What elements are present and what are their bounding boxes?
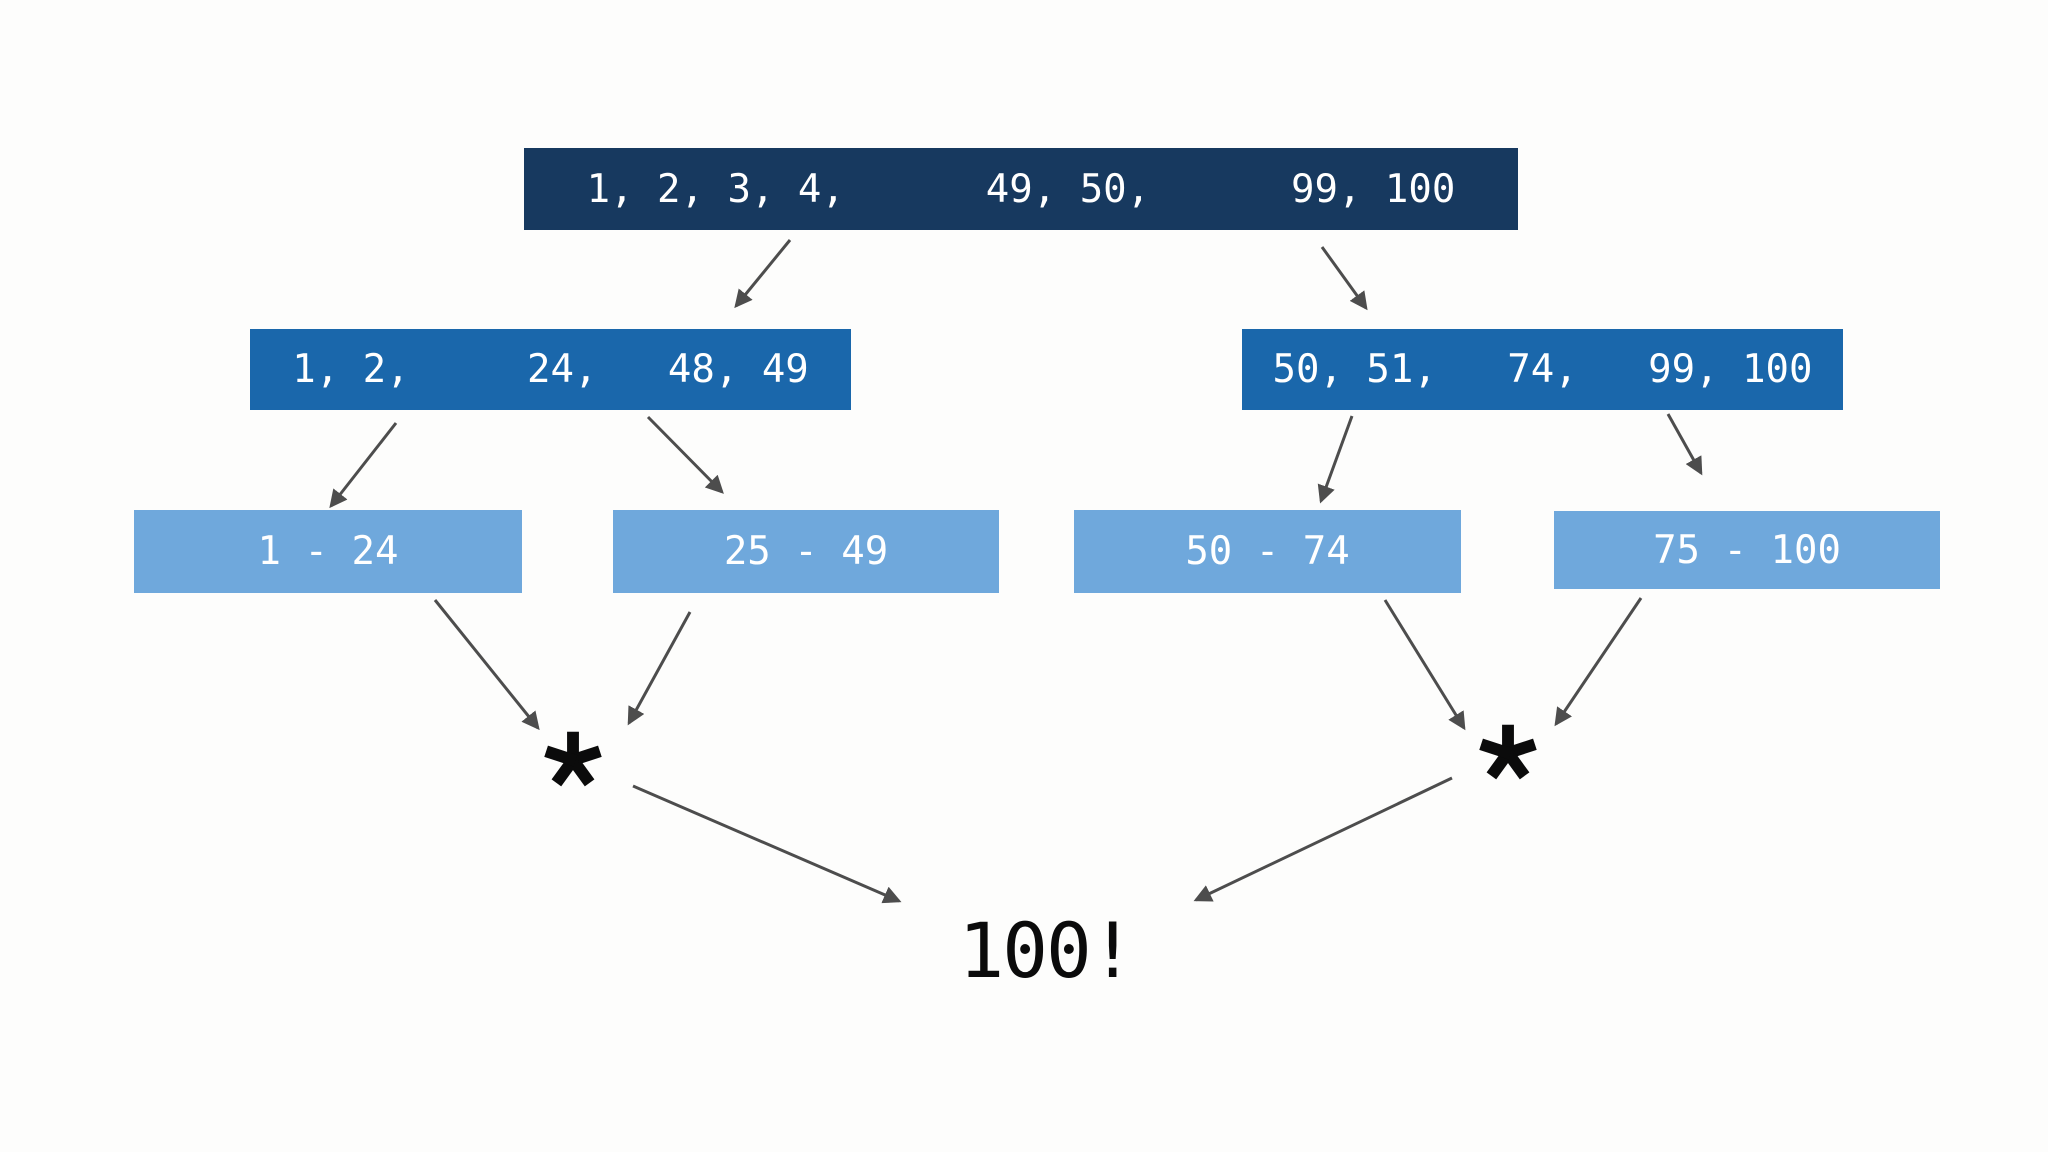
range-bar-1-24: 1 - 24 bbox=[134, 510, 522, 593]
sequence-bar-50-100: 50, 51, 74, 99, 100 bbox=[1242, 329, 1843, 410]
multiply-operator-right: * bbox=[1477, 722, 1539, 784]
arrow-root-to-right-half bbox=[1320, 246, 1368, 311]
sequence-bar-full-1-100: 1, 2, 3, 4, 49, 50, 99, 100 bbox=[524, 148, 1518, 230]
arrow-root-to-left-half bbox=[734, 239, 792, 309]
arrow-right-half-to-range-50-74 bbox=[1317, 415, 1354, 504]
multiply-operator-left: * bbox=[542, 729, 604, 791]
range-bar-25-49: 25 - 49 bbox=[613, 510, 999, 593]
arrow-range-50-74-to-multiply-right bbox=[1383, 599, 1466, 731]
arrow-left-half-to-range-25-49 bbox=[646, 415, 724, 494]
sequence-bar-1-49: 1, 2, 24, 48, 49 bbox=[250, 329, 851, 410]
range-bar-50-74: 50 - 74 bbox=[1074, 510, 1461, 593]
arrow-range-1-24-to-multiply-left bbox=[433, 599, 540, 731]
result-label-100-factorial: 100! bbox=[958, 906, 1135, 995]
multiply-asterisk-icon bbox=[1479, 724, 1537, 780]
arrow-multiply-left-to-result bbox=[632, 784, 902, 904]
arrow-right-half-to-range-75-100 bbox=[1666, 413, 1703, 476]
range-bar-75-100: 75 - 100 bbox=[1554, 511, 1940, 589]
arrow-left-half-to-range-1-24 bbox=[329, 422, 398, 509]
arrow-multiply-right-to-result bbox=[1193, 776, 1453, 902]
arrow-range-25-49-to-multiply-left bbox=[627, 611, 692, 726]
multiply-asterisk-icon bbox=[544, 731, 602, 787]
arrow-range-75-100-to-multiply-right bbox=[1554, 597, 1643, 727]
